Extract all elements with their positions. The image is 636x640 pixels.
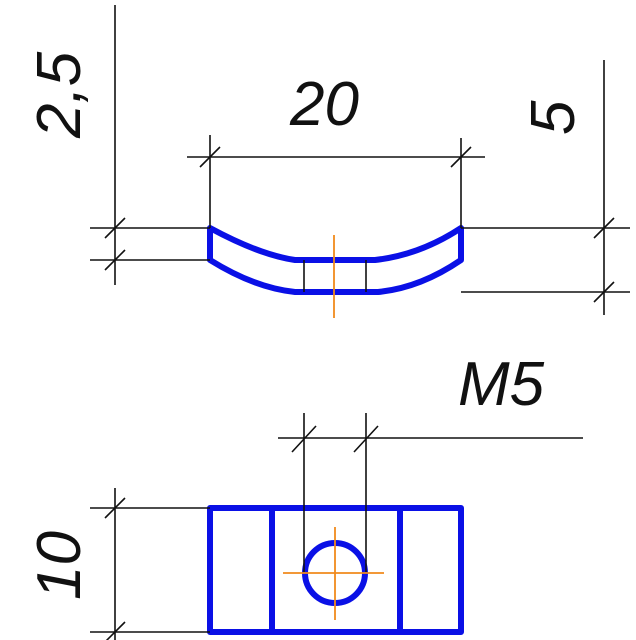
bracket-profile — [207, 225, 464, 295]
dimension-height-5: 5 — [461, 60, 630, 315]
dimension-thickness-2-5: 2,5 — [25, 5, 210, 285]
dimension-height-10: 10 — [25, 488, 210, 640]
dimension-label-20: 20 — [289, 70, 359, 139]
side-view — [207, 225, 464, 318]
dimension-label-m5: M5 — [458, 350, 545, 419]
dimension-label-5: 5 — [519, 100, 588, 135]
top-view — [207, 505, 464, 635]
dimension-label-10: 10 — [25, 531, 94, 600]
plate-outline — [207, 505, 464, 635]
dimension-label-2-5: 2,5 — [25, 51, 94, 139]
dimension-thread-m5: M5 — [278, 350, 583, 572]
dimension-width-20: 20 — [187, 70, 485, 228]
